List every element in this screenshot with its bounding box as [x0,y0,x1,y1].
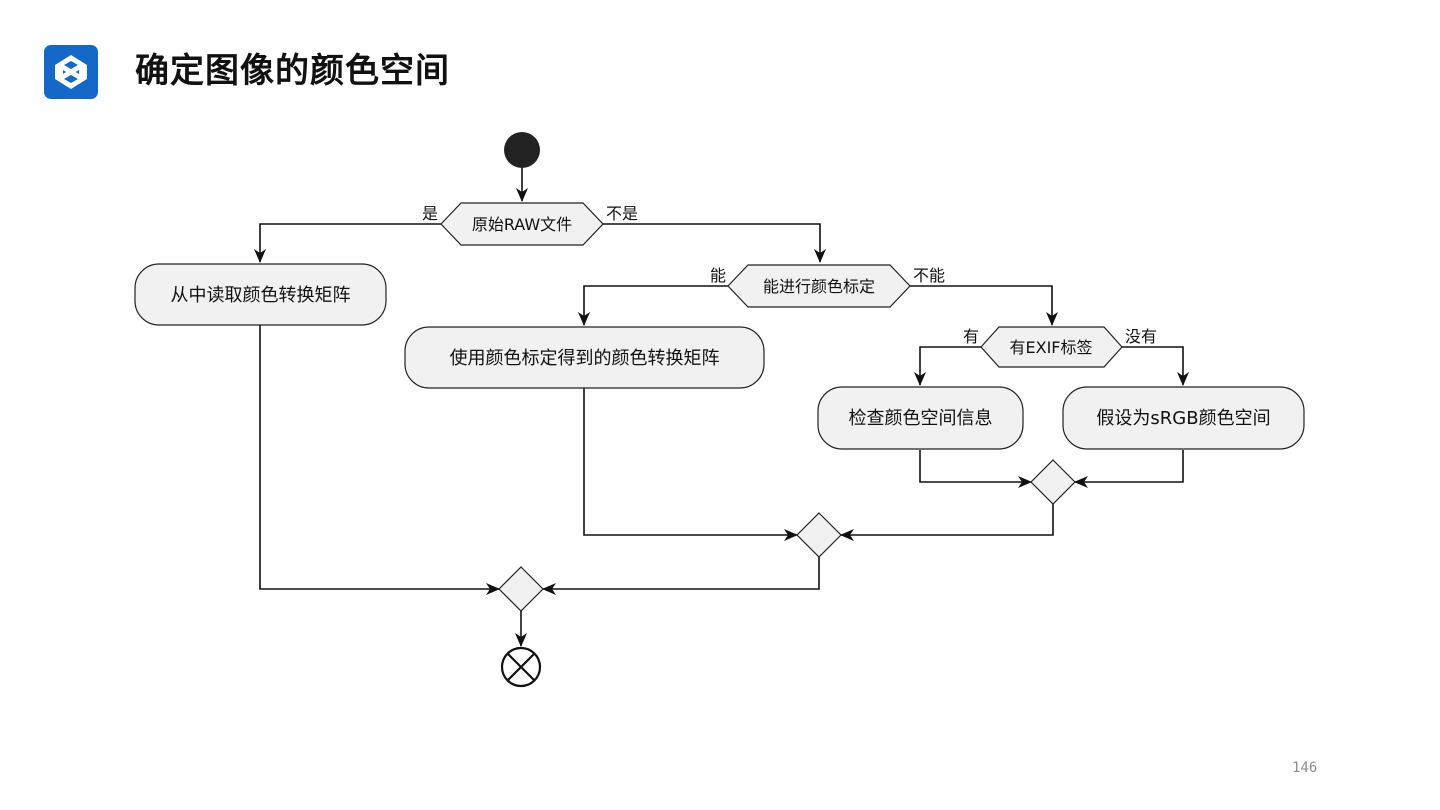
page-title: 确定图像的颜色空间 [135,51,450,91]
activity-use-calibration-matrix: 使用颜色标定得到的颜色转换矩阵 [404,326,765,389]
edge-merge3-to-merge2 [840,504,1054,541]
edge-raw-no [603,223,826,263]
activity-read-matrix: 从中读取颜色转换矩阵 [134,263,387,326]
edge-merge2-to-merge1 [542,557,820,595]
decision-calib-label: 能进行颜色标定 [763,277,875,296]
branch-label-calib-no: 不能 [913,266,945,285]
merge-node-raw [498,566,544,612]
branch-label-exif-yes: 有 [963,327,979,346]
edge-check-to-merge3 [919,450,1032,488]
activity-check-color-space: 检查颜色空间信息 [817,386,1024,450]
edge-calib-no [908,285,1058,326]
decision-calibration: 能进行颜色标定 [727,264,911,308]
page-number: 146 [1292,760,1318,776]
decision-exif: 有EXIF标签 [980,326,1123,368]
activity-read-matrix-label: 从中读取颜色转换矩阵 [171,285,351,306]
end-node [500,646,542,688]
edge-readmatrix-to-merge1 [259,325,500,595]
start-node [504,132,540,168]
decision-raw-label: 原始RAW文件 [472,215,572,234]
branch-label-raw-yes: 是 [422,204,438,223]
branch-label-raw-no: 不是 [606,204,638,223]
edge-exif-no [1120,346,1189,386]
edge-raw-yes [254,223,441,263]
merge-node-calibration [796,512,842,558]
edge-calibmatrix-to-merge2 [583,388,798,541]
edges [254,168,1189,647]
edge-calib-yes [578,285,734,326]
decision-raw-file: 原始RAW文件 [440,202,604,246]
branch-label-exif-no: 没有 [1125,327,1157,346]
activity-check-space-label: 检查颜色空间信息 [849,408,993,429]
decision-exif-label: 有EXIF标签 [1010,338,1093,357]
s-logo-icon [55,55,87,89]
activity-assume-srgb: 假设为sRGB颜色空间 [1062,386,1305,450]
edge-srgb-to-merge3 [1074,450,1184,488]
branch-label-calib-yes: 能 [710,266,726,285]
activity-use-calib-label: 使用颜色标定得到的颜色转换矩阵 [450,348,720,369]
merge-node-exif [1030,459,1076,505]
logo [44,45,98,99]
edge-exif-yes [914,346,983,386]
activity-assume-srgb-label: 假设为sRGB颜色空间 [1096,408,1270,429]
